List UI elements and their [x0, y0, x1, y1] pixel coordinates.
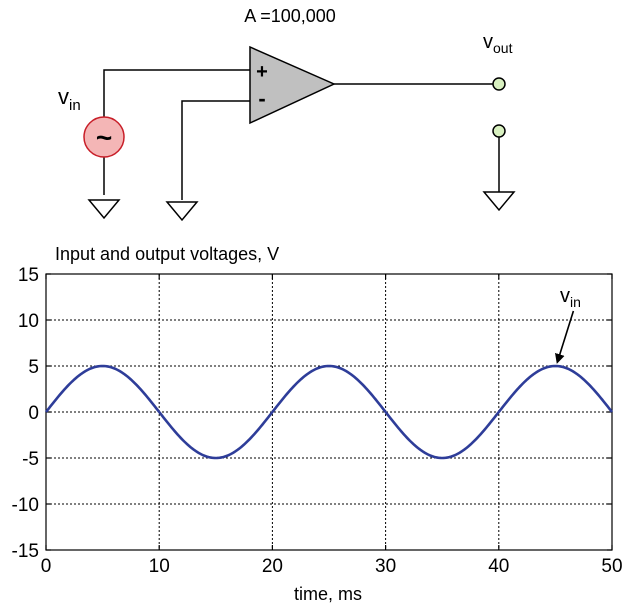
x-tick-label: 20	[262, 556, 283, 577]
x-tick-label: 10	[149, 556, 170, 577]
y-tick-label: 5	[28, 357, 39, 378]
plus-sign: +	[256, 61, 268, 83]
x-tick-label: 30	[375, 556, 396, 577]
y-tick-label: 15	[18, 265, 39, 286]
annotation-arrow	[555, 310, 575, 364]
wire-noninverting-input	[103, 69, 250, 117]
wire-inverting-input	[181, 100, 250, 200]
x-tick-label: 40	[488, 556, 509, 577]
y-tick-label: -10	[12, 495, 39, 516]
output-terminal-top	[492, 77, 506, 91]
x-axis-label: time, ms	[294, 584, 362, 604]
voltage-chart: Input and output voltages, V 151050-5-10…	[12, 244, 623, 604]
ground-output-icon	[482, 191, 516, 212]
op-amp-triangle	[249, 45, 336, 125]
y-tick-label: -15	[12, 541, 39, 562]
minus-sign: -	[258, 86, 265, 111]
series-line-vin	[44, 364, 614, 460]
x-axis-ticks: 0 10 20 30 40 50	[41, 274, 623, 577]
vin-label: vin	[58, 84, 81, 114]
ac-source-symbol: ~	[96, 122, 112, 153]
chart-title: Input and output voltages, V	[55, 244, 279, 264]
ac-source-icon	[83, 116, 125, 158]
circuit-diagram: A =100,000 + - ~ vin vout	[58, 6, 516, 222]
x-tick-label: 50	[601, 556, 622, 577]
gain-label: A =100,000	[244, 6, 336, 26]
y-tick-label: 10	[18, 311, 39, 332]
y-axis-ticks: 15 10 5 0 -5 -10 -15	[12, 265, 612, 562]
annotation-label: vin	[560, 285, 581, 310]
output-terminal-bottom	[492, 124, 506, 138]
circuit-wires	[103, 69, 500, 200]
y-tick-label: -5	[22, 449, 39, 470]
chart-grid	[46, 274, 612, 550]
x-tick-label: 0	[41, 556, 52, 577]
vout-label: vout	[483, 31, 513, 56]
ground-source-icon	[87, 199, 121, 220]
ground-inverting-icon	[165, 201, 199, 222]
y-tick-label: 0	[28, 403, 39, 424]
